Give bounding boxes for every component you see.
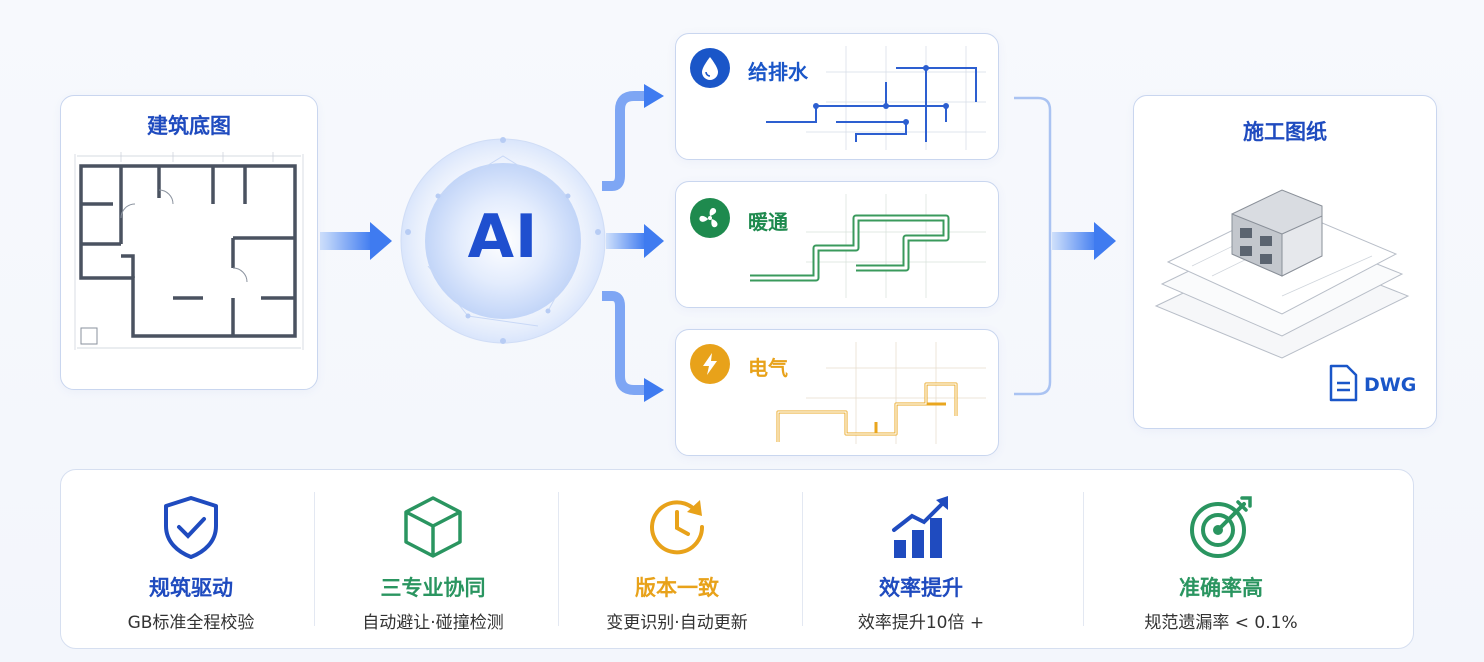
water-pipe-drawing [766, 46, 986, 150]
feature-standards: 规筑驱动 GB标准全程校验 [91, 470, 291, 648]
feature-subtitle: 规范遗漏率 < 0.1% [1144, 613, 1298, 633]
layered-drawings-illustration [1154, 189, 1410, 359]
feature-title: 规筑驱动 [149, 576, 233, 600]
arrow-ai-to-water [602, 91, 646, 191]
feature-divider [314, 492, 315, 626]
feature-version: 版本一致 变更识别·自动更新 [577, 470, 777, 648]
feature-title: 三专业协同 [380, 576, 486, 600]
arrow-ai-to-hvac [606, 224, 664, 258]
lightning-icon [690, 344, 730, 384]
target-icon [1190, 496, 1252, 558]
feature-divider [558, 492, 559, 626]
feature-subtitle: 自动避让·碰撞检测 [362, 613, 504, 633]
floor-plan-card[interactable]: 建筑底图 [60, 95, 318, 390]
feature-subtitle: GB标准全程校验 [127, 613, 255, 633]
hvac-system-title: 暖通 [748, 210, 788, 234]
arrow-to-output [1052, 222, 1116, 260]
fan-icon [690, 198, 730, 238]
feature-collaboration: 三专业协同 自动避让·碰撞检测 [333, 470, 533, 648]
output-title: 施工图纸 [1243, 120, 1327, 144]
bar-chart-up-icon [892, 496, 948, 558]
water-drop-icon [690, 48, 730, 88]
arrow-head-water [644, 84, 664, 108]
hvac-system-card[interactable]: 暖通 [675, 181, 999, 308]
feature-efficiency: 效率提升 效率提升10倍 + [821, 470, 1021, 648]
feature-title: 效率提升 [879, 576, 963, 600]
arrow-ai-to-elec [602, 291, 646, 395]
clock-refresh-icon [650, 500, 705, 555]
electrical-system-card[interactable]: 电气 [675, 329, 999, 456]
ai-label: AI [467, 202, 539, 272]
features-panel: 规筑驱动 GB标准全程校验 三专业协同 自动避让·碰撞检测 版本一致 变更识别·… [60, 469, 1414, 649]
feature-subtitle: 效率提升10倍 + [857, 613, 985, 633]
feature-subtitle: 变更识别·自动更新 [606, 613, 748, 633]
arrow-head-elec [644, 378, 664, 402]
feature-divider [1083, 492, 1084, 626]
feature-accuracy: 准确率高 规范遗漏率 < 0.1% [1121, 470, 1321, 648]
arrow-plan-to-ai [320, 222, 392, 260]
floor-plan-title: 建筑底图 [147, 114, 231, 138]
dwg-format-label: DWG [1364, 374, 1417, 396]
water-system-card[interactable]: 给排水 [675, 33, 999, 160]
construction-drawings-card[interactable]: 施工图纸 DWG [1133, 95, 1437, 429]
file-document-icon [1328, 364, 1358, 406]
feature-divider [802, 492, 803, 626]
cube-icon [404, 496, 462, 558]
shield-check-icon [164, 496, 218, 559]
floor-plan-drawing [74, 152, 304, 350]
feature-title: 版本一致 [635, 576, 719, 600]
electrical-wiring-drawing [776, 342, 986, 444]
hvac-duct-drawing [750, 194, 986, 298]
water-system-title: 给排水 [748, 60, 808, 84]
merge-bracket [1014, 96, 1052, 396]
feature-title: 准确率高 [1179, 576, 1263, 600]
electrical-system-title: 电气 [748, 356, 788, 380]
ai-orb [400, 137, 606, 344]
